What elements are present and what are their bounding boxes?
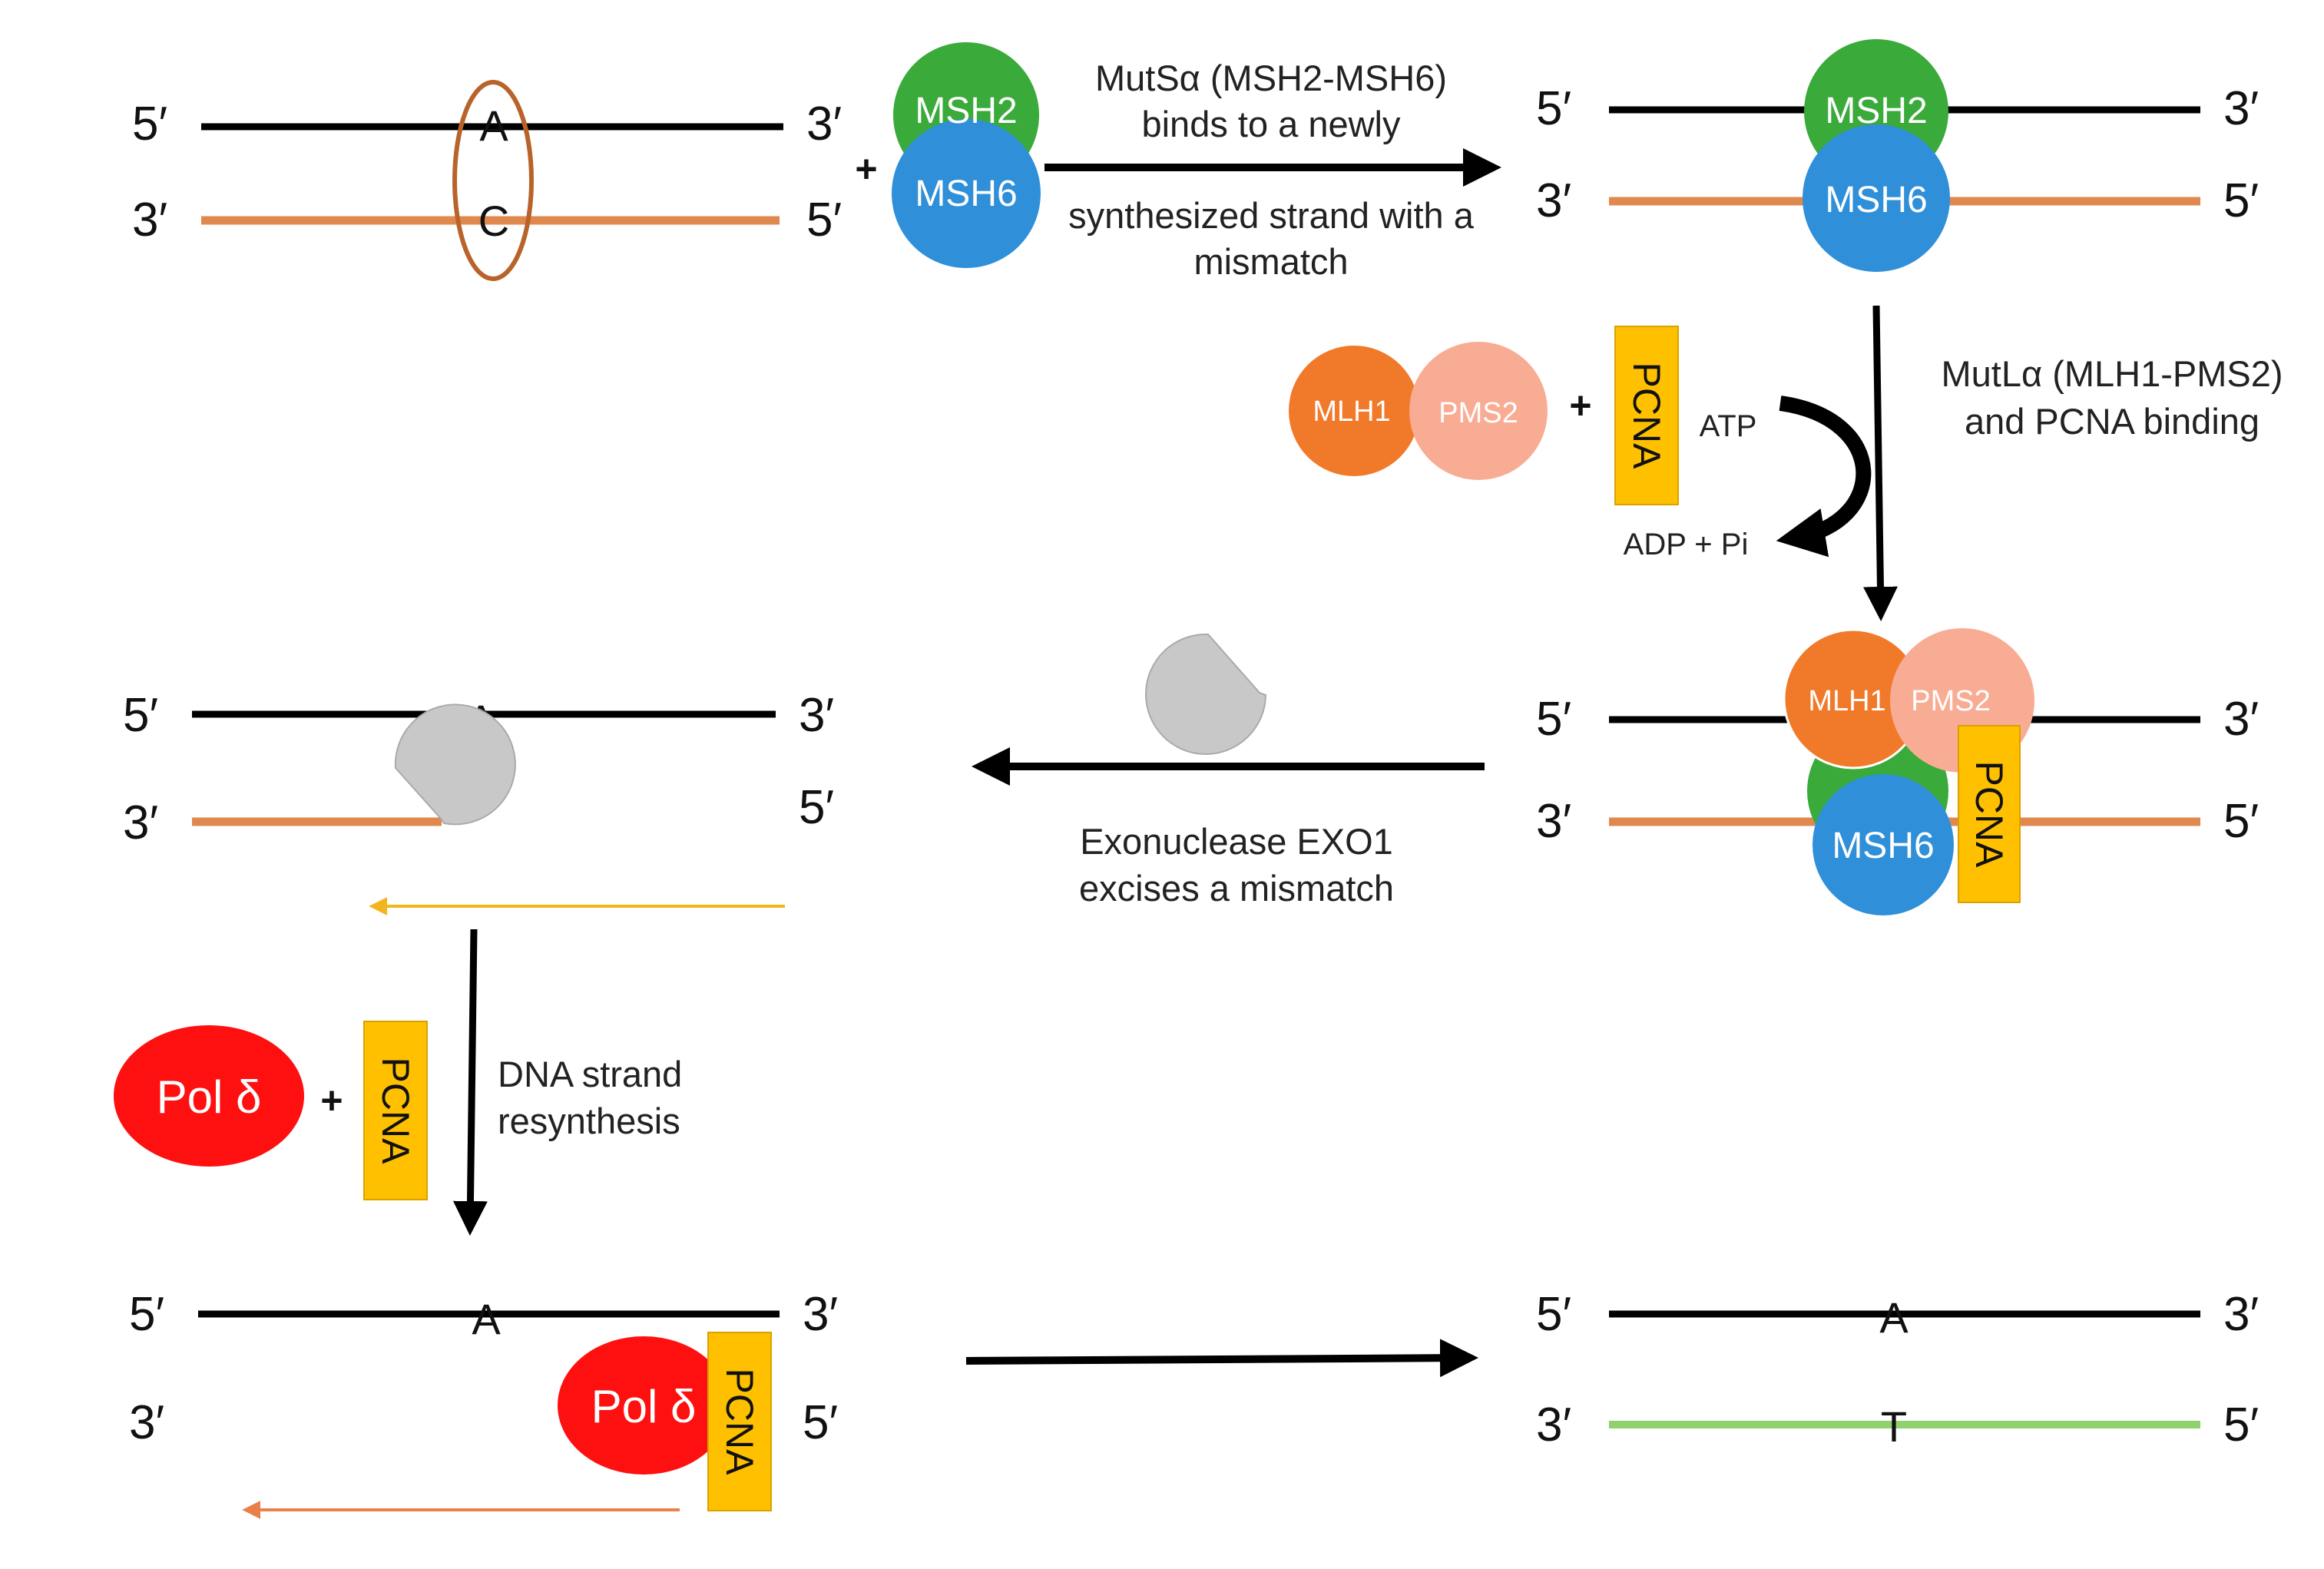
step-arrow [452, 928, 488, 1236]
exo1-enzyme [394, 703, 516, 826]
label-5prime: 5′ [799, 781, 834, 834]
msh6-label: MSH6 [1825, 180, 1927, 220]
msh6-protein [1813, 774, 1954, 915]
step-exo1-excision: Exonuclease EXO1 excises a mismatch [972, 747, 1485, 909]
adp-label: ADP + Pi [1624, 528, 1749, 561]
pms2-label: PMS2 [1438, 397, 1518, 429]
mlh1-protein [1289, 346, 1419, 476]
pol-delta-protein [558, 1336, 730, 1475]
label-5prime: 5′ [2223, 174, 2259, 227]
pol-delta-free: Pol δ [114, 1025, 304, 1167]
panel-mutsa-bound: 5′ 3′ 3′ 5′ MSH2 MSH6 [1536, 39, 2259, 272]
step-arrow [965, 1339, 1478, 1378]
msh2-label: MSH2 [1825, 91, 1927, 131]
step-arrow [1862, 305, 1898, 621]
label-3prime: 3′ [1536, 795, 1571, 848]
pol-delta-label: Pol δ [591, 1381, 697, 1432]
base-a: A [472, 1295, 501, 1343]
msh6-label: MSH6 [915, 174, 1017, 214]
pcna-block [707, 1332, 772, 1511]
panel-resynthesis: 5′ 3′ 3′ 5′ A Pol δ PCNA [129, 1288, 838, 1519]
caption-line: Exonuclease EXO1 [1080, 821, 1393, 862]
step-resynthesis: DNA strand resynthesis [452, 928, 682, 1236]
label-3prime: 3′ [1536, 1399, 1571, 1451]
caption-line: DNA strand [498, 1054, 682, 1094]
caption-line: and PCNA binding [1965, 401, 2259, 442]
label-5prime: 5′ [1536, 82, 1571, 135]
atp-label: ATP [1700, 409, 1757, 443]
pms2-protein [1409, 342, 1548, 480]
label-3prime: 3′ [806, 98, 842, 151]
label-3prime: 3′ [2223, 1288, 2259, 1341]
curved-arrow [1776, 396, 1872, 558]
caption-line: binds to a newly [1141, 104, 1401, 144]
label-3prime: 3′ [799, 689, 834, 742]
msh2-label: MSH2 [915, 91, 1017, 131]
label-3prime: 3′ [2223, 82, 2259, 135]
caption-line: resynthesis [498, 1101, 680, 1141]
step-mutla-binding: MutLα (MLH1-PMS2) and PCNA binding [1862, 305, 2283, 621]
caption-line: excises a mismatch [1079, 868, 1394, 909]
label-3prime: 3′ [123, 796, 158, 849]
mlh1-label: MLH1 [1313, 396, 1390, 428]
pcna-label: PCNA [1625, 362, 1668, 470]
base-a: A [1879, 1293, 1909, 1342]
pcna-label: PCNA [374, 1058, 417, 1165]
atp-hydrolysis: ATP ADP + Pi [1624, 396, 1872, 561]
caption-line: MutLα (MLH1-PMS2) [1941, 353, 2283, 394]
plus-sign: + [1569, 384, 1591, 427]
label-5prime: 5′ [123, 689, 158, 742]
mutla-complex: MLH1 PMS2 [1289, 342, 1548, 480]
label-3prime: 3′ [2223, 693, 2259, 746]
panel-mismatch: 5′ 3′ 3′ 5′ A C + [132, 80, 878, 281]
base-t: T [1881, 1402, 1907, 1451]
label-5prime: 5′ [1536, 1288, 1571, 1341]
step-mutsa-binding: MutSα (MSH2-MSH6) binds to a newly synth… [1044, 58, 1501, 282]
base-c: C [478, 197, 509, 245]
mismatch-ellipse [452, 80, 534, 281]
msh6-protein [1803, 124, 1950, 272]
pms2-label: PMS2 [1911, 685, 1990, 717]
panel-full-complex: 5′ 3′ 3′ 5′ MSH6 MLH1 PMS2 PCNA [1536, 628, 2259, 915]
pcna-clamp: PCNA [1614, 326, 1679, 505]
pcna-label: PCNA [718, 1369, 761, 1476]
plus-sign: + [855, 147, 877, 190]
label-3prime: 3′ [1536, 174, 1571, 227]
pcna-clamp: PCNA [363, 1021, 428, 1200]
caption-line: synthesized strand with a [1068, 195, 1475, 236]
label-5prime: 5′ [803, 1396, 838, 1449]
panel-repaired: 5′ 3′ 3′ 5′ A T [1536, 1288, 2259, 1451]
msh6-protein [892, 119, 1041, 268]
label-5prime: 5′ [129, 1288, 164, 1341]
label-5prime: 5′ [132, 98, 167, 151]
pcna-block [1958, 725, 2021, 903]
label-3prime: 3′ [132, 194, 167, 247]
exo1-enzyme [1145, 633, 1267, 755]
label-3prime: 3′ [803, 1288, 838, 1341]
mutsa-complex: MSH2 MSH6 [892, 42, 1041, 268]
label-5prime: 5′ [2223, 1399, 2259, 1451]
pcna-block [1614, 326, 1679, 505]
pcna-block [363, 1021, 428, 1200]
msh6-label: MSH6 [1832, 826, 1934, 866]
plus-sign: + [320, 1079, 343, 1122]
base-a: A [479, 101, 508, 150]
pol-delta-label: Pol δ [157, 1071, 262, 1123]
label-5prime: 5′ [2223, 795, 2259, 848]
pol-delta-protein [114, 1025, 304, 1167]
label-5prime: 5′ [806, 194, 842, 247]
mlh1-label: MLH1 [1808, 685, 1885, 717]
pcna-label: PCNA [1968, 761, 2011, 869]
caption-line: mismatch [1193, 241, 1348, 282]
caption-line: MutSα (MSH2-MSH6) [1095, 58, 1447, 98]
panel-excision: 5′ 3′ 3′ 5′ A [123, 689, 834, 915]
label-5prime: 5′ [1536, 693, 1571, 746]
label-3prime: 3′ [129, 1396, 164, 1449]
